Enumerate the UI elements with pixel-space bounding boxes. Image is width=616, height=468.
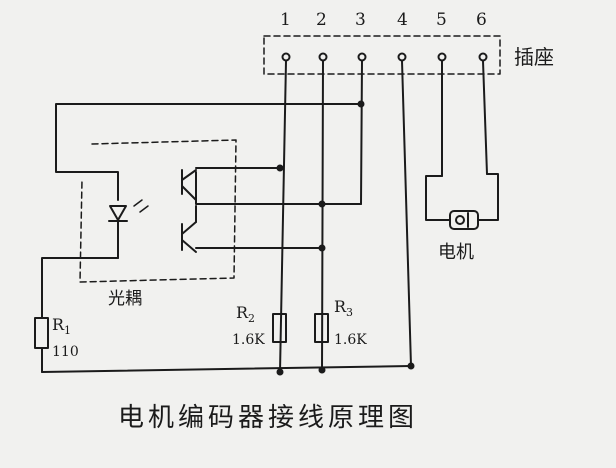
r1-label: R1	[52, 315, 71, 337]
r2-value: 1.6K	[232, 332, 265, 348]
pin-4-label: 4	[397, 10, 408, 30]
motor-wires	[425, 173, 499, 221]
pin-5-label: 5	[436, 10, 447, 30]
pin-4-terminal	[397, 52, 407, 62]
pin-6-wire	[482, 60, 488, 175]
pin-2-wire	[321, 60, 324, 373]
pin-6-label: 6	[476, 10, 487, 30]
led-symbol	[108, 199, 149, 259]
pin-1-wire	[279, 60, 287, 373]
ground-rail	[41, 365, 412, 373]
r1-value: 110	[52, 344, 79, 360]
socket-outline	[263, 35, 501, 75]
diagram-title: 电机编码器接线原理图	[118, 403, 418, 433]
socket-pins	[281, 52, 488, 62]
motor-label: 电机	[438, 242, 474, 263]
pin-1-terminal	[281, 52, 291, 62]
r3-label: R3	[334, 297, 353, 319]
motor-symbol	[449, 210, 479, 230]
pin-wires	[279, 60, 488, 373]
pin-number-labels: 1 2 3 4 5 6	[280, 10, 487, 30]
r3-value: 1.6K	[334, 332, 367, 348]
pin-6-terminal	[478, 52, 488, 62]
r2-resistor	[272, 313, 287, 343]
r3-resistor	[314, 313, 329, 343]
lower-phototransistor	[181, 205, 197, 253]
pin-2-label: 2	[316, 10, 327, 30]
pin-4-wire	[401, 60, 412, 367]
led-supply-wire	[55, 103, 362, 201]
r1-resistor	[34, 317, 49, 349]
collector-wire	[195, 171, 362, 205]
pin-3-wire	[360, 60, 363, 205]
junction-dots	[276, 100, 415, 376]
pin-3-label: 3	[355, 10, 366, 30]
optocoupler-label: 光耦	[108, 289, 142, 309]
r2-label: R2	[236, 303, 255, 325]
upper-phototransistor	[181, 169, 197, 201]
optocoupler-outline	[79, 139, 237, 283]
socket-label: 插座	[514, 45, 554, 69]
r1-upper-wire	[41, 257, 119, 319]
pin-5-terminal	[437, 52, 447, 62]
pin-2-terminal	[318, 52, 328, 62]
pin-1-label: 1	[280, 10, 291, 30]
pin-3-terminal	[357, 52, 367, 62]
